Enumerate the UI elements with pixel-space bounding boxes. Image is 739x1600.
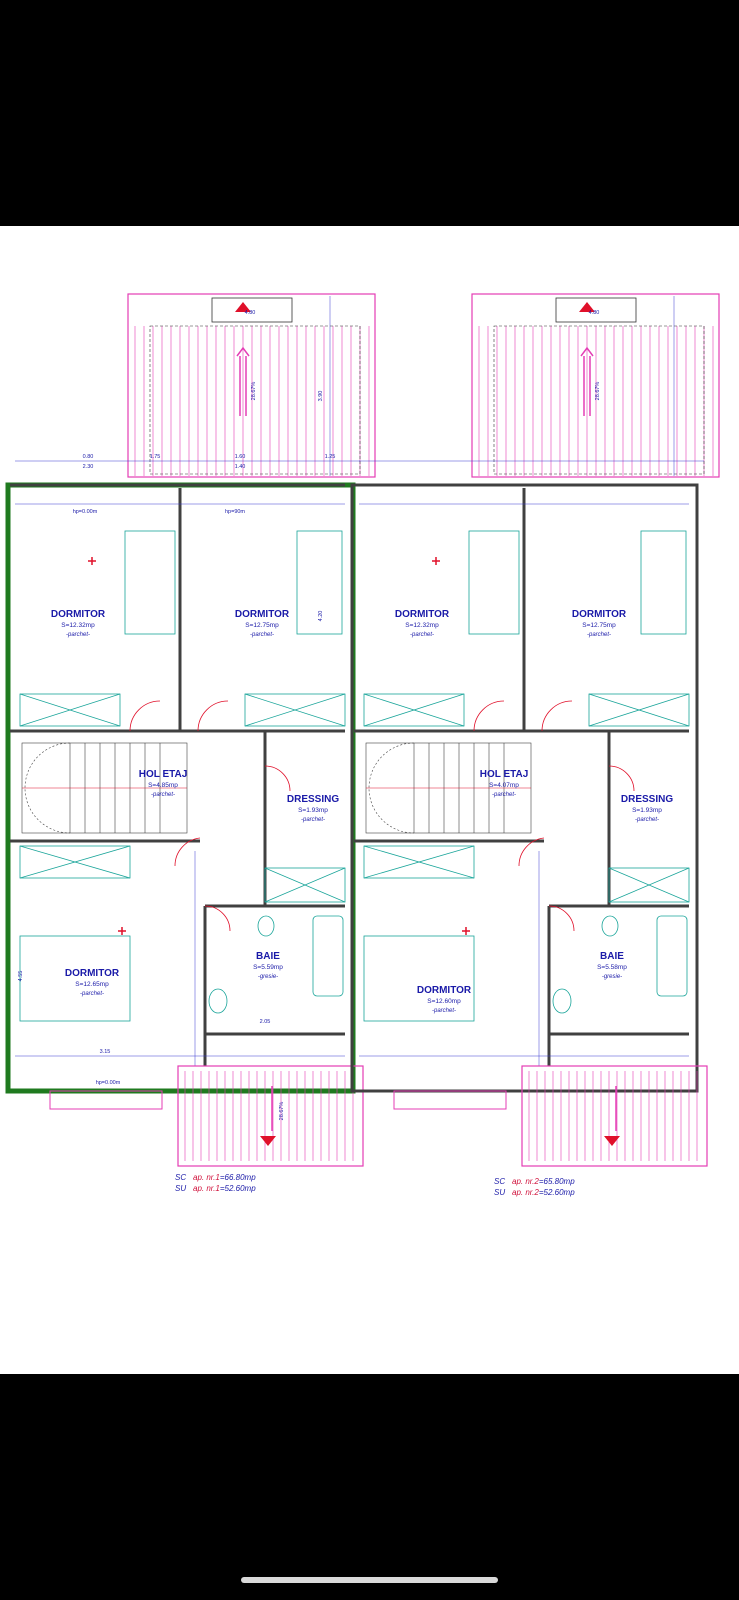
room-area: S=12.32mp [405, 622, 439, 629]
dim-mid-a: 1.60 [235, 454, 246, 460]
beds [19, 530, 343, 1022]
dim-slope: 28.67% [251, 382, 257, 401]
wardrobes [19, 693, 346, 903]
hp-bottom: hp=0.00m [96, 1080, 121, 1086]
su-key: ap. nr.1 [193, 1184, 220, 1193]
room-floor: -parchet- [250, 632, 274, 638]
bath-fixtures [208, 915, 344, 1014]
room-floor: -parchet- [301, 817, 325, 823]
room-floor: -parchet- [492, 792, 516, 798]
sc-key: ap. nr.1 [193, 1173, 220, 1182]
bath-fixtures [552, 915, 688, 1014]
room-floor: -gresie- [602, 974, 622, 980]
room-name: BAIE [600, 951, 624, 962]
wardrobes [363, 693, 690, 903]
room-area: S=4.85mp [148, 782, 178, 789]
dimension-lines [15, 296, 360, 1066]
dim-top-width: 4.80 [589, 310, 600, 316]
apartment-2: DORMITOR S=12.32mp -parchet- DORMITOR S=… [350, 293, 720, 1167]
exterior-wall [350, 483, 699, 1093]
floor-plan-drawing: DORMITOR S=12.32mp -parchet- DORMITOR S=… [5, 293, 720, 1167]
beds [363, 530, 687, 1022]
bottom-balcony [49, 1065, 364, 1167]
top-terrace [471, 293, 720, 478]
dim-low-width: 3.15 [100, 1049, 111, 1055]
floor-plan-sheet[interactable]: DORMITOR S=12.32mp -parchet- DORMITOR S=… [0, 226, 739, 1374]
room-floor: -parchet- [66, 632, 90, 638]
dimension-labels-ap1: 4.80 28.67% 3.90 0.80 2.30 1.75 1.60 1.4… [18, 310, 335, 1120]
room-area: S=5.58mp [597, 964, 627, 971]
sc-label: SC [175, 1173, 187, 1182]
bottom-balcony [393, 1065, 708, 1167]
grid-markers [432, 557, 470, 935]
su-key: ap. nr.2 [512, 1188, 539, 1197]
apartment-1: DORMITOR S=12.32mp -parchet- DORMITOR S=… [5, 293, 376, 1167]
room-area: S=1.93mp [298, 807, 328, 814]
room-name: DRESSING [621, 794, 673, 805]
sc-key: ap. nr.2 [512, 1177, 539, 1186]
dim-mid-b: 1.40 [235, 464, 246, 470]
room-floor: -parchet- [635, 817, 659, 823]
room-floor: -parchet- [587, 632, 611, 638]
room-name: DORMITOR [65, 968, 120, 979]
home-indicator[interactable] [241, 1577, 498, 1583]
interior-walls [354, 488, 689, 1066]
room-area: S=1.93mp [632, 807, 662, 814]
room-area: S=12.75mp [245, 622, 279, 629]
grid-markers [88, 557, 126, 935]
room-name: BAIE [256, 951, 280, 962]
doors [473, 700, 635, 932]
dimension-labels-ap2: 4.80 28.67% [589, 310, 601, 400]
room-floor: -parchet- [80, 991, 104, 997]
room-name: HOL ETAJ [480, 769, 529, 780]
sc-value: =65.80mp [538, 1177, 575, 1186]
dim-top-width: 4.80 [245, 310, 256, 316]
room-area: S=12.60mp [427, 998, 461, 1005]
staircase [21, 742, 188, 834]
room-name: DORMITOR [417, 985, 472, 996]
room-name: DORMITOR [235, 609, 290, 620]
doors [129, 700, 291, 932]
room-name: DRESSING [287, 794, 339, 805]
sc-label: SC [494, 1177, 506, 1186]
dim-gap: 1.75 [150, 454, 161, 460]
su-label: SU [175, 1184, 187, 1193]
su-value: =52.60mp [219, 1184, 256, 1193]
dim-depth: 3.90 [318, 391, 324, 402]
dim-room-depth: 4.20 [318, 611, 324, 622]
sc-value: =66.80mp [219, 1173, 256, 1182]
dim-right: 1.25 [325, 454, 336, 460]
room-name: DORMITOR [572, 609, 627, 620]
room-area: S=5.59mp [253, 964, 283, 971]
room-area: S=12.75mp [582, 622, 616, 629]
dim-left-b: 2.30 [83, 464, 94, 470]
dim-low-depth: 4.55 [18, 971, 24, 982]
room-name: HOL ETAJ [139, 769, 188, 780]
room-floor: -parchet- [151, 792, 175, 798]
dim-left-a: 0.80 [83, 454, 94, 460]
su-value: =52.60mp [538, 1188, 575, 1197]
room-name: DORMITOR [395, 609, 450, 620]
su-label: SU [494, 1188, 506, 1197]
room-labels-ap1: DORMITOR S=12.32mp -parchet- DORMITOR S=… [51, 609, 339, 997]
hp-top-a: hp=0.00m [73, 509, 98, 515]
room-floor: -parchet- [432, 1008, 456, 1014]
room-area: S=12.32mp [61, 622, 95, 629]
dimension-lines [359, 296, 704, 1066]
hp-top-b: hp=90m [225, 509, 245, 515]
room-area: S=12.65mp [75, 981, 109, 988]
room-floor: -gresie- [258, 974, 278, 980]
room-area: S=4.07mp [489, 782, 519, 789]
top-terrace [127, 293, 376, 478]
staircase [365, 742, 532, 834]
dim-bath-width: 2.05 [260, 1019, 271, 1025]
room-labels-ap2: DORMITOR S=12.32mp -parchet- DORMITOR S=… [395, 609, 673, 1014]
dim-slope-bottom: 28.67% [279, 1102, 285, 1121]
dim-slope: 28.67% [595, 382, 601, 401]
room-name: DORMITOR [51, 609, 106, 620]
room-floor: -parchet- [410, 632, 434, 638]
